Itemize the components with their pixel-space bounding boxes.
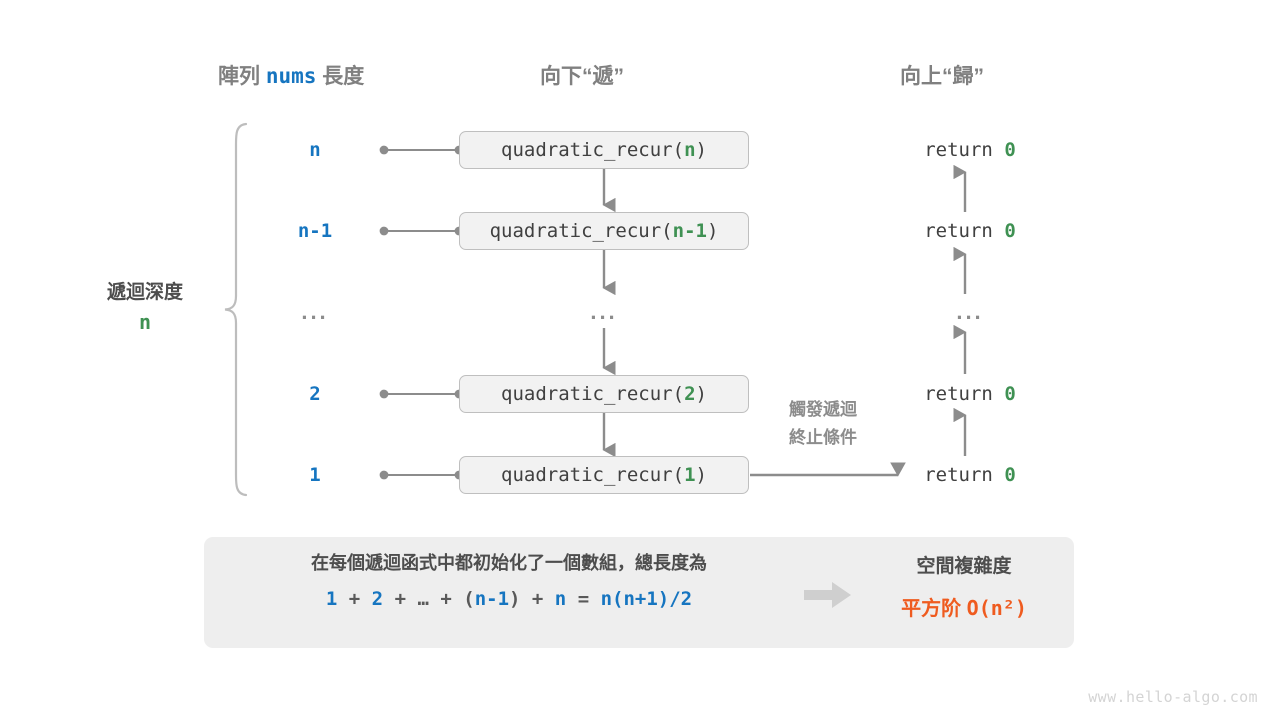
- fn-arg-4: 2: [684, 383, 696, 405]
- right-arrow-icon: [804, 582, 851, 608]
- header-recurse-down: 向下“遞”: [540, 65, 624, 88]
- depth-brace-icon: [224, 122, 248, 497]
- return-value-5: 0: [1004, 464, 1016, 486]
- termination-note: 觸發遞迴 終止條件: [755, 396, 891, 452]
- formula-paren-open: (: [463, 588, 475, 610]
- return-value-2: 0: [1004, 220, 1016, 242]
- header-array-nums: nums: [265, 64, 317, 88]
- fn-close-5: ): [695, 464, 707, 486]
- fn-label-1: quadratic_recur(: [501, 139, 685, 161]
- return-row-2: return 0: [875, 220, 1065, 242]
- fn-label-4: quadratic_recur(: [501, 383, 685, 405]
- return-row-3-ellipsis: ...: [956, 299, 984, 324]
- fn-close-1: ): [695, 139, 707, 161]
- header-array-length: 陣列 nums 長度: [218, 60, 364, 90]
- summary-right: 空間複雜度 平方阶 O(n²): [864, 553, 1064, 621]
- depth-value-row-2: n-1: [297, 220, 333, 242]
- return-value-4: 0: [1004, 383, 1016, 405]
- summary-left: 在每個遞迴函式中都初始化了一個數組，總長度為 1 + 2 + … + (n-1)…: [224, 550, 794, 610]
- function-box-row-1[interactable]: quadratic_recur(n): [459, 131, 749, 169]
- depth-value-row-1: n: [309, 139, 321, 161]
- formula-paren-close: ): [509, 588, 521, 610]
- header-array-prefix: 陣列: [218, 65, 266, 88]
- formula-result: n(n+1)/2: [600, 588, 693, 610]
- return-label-5: return: [924, 464, 1005, 486]
- complexity-label: 平方阶: [901, 597, 967, 620]
- fn-label-5: quadratic_recur(: [501, 464, 685, 486]
- recursion-depth-value: n: [138, 310, 152, 335]
- fn-close-4: ): [695, 383, 707, 405]
- formula-ellipsis: …: [417, 588, 429, 610]
- fn-close-2: ): [706, 220, 719, 242]
- depth-value-row-4: 2: [309, 383, 321, 405]
- complexity-notation: O(n²): [966, 595, 1027, 620]
- recursion-depth-title: 遞迴深度: [106, 282, 183, 303]
- depth-value-row-3-ellipsis: ...: [301, 299, 329, 324]
- function-box-row-2[interactable]: quadratic_recur(n-1): [459, 212, 749, 250]
- formula-op-3: +: [428, 588, 464, 610]
- header-array-suffix: 長度: [316, 65, 365, 88]
- watermark: www.hello-algo.com: [1088, 688, 1258, 706]
- return-label-2: return: [924, 220, 1005, 242]
- termination-note-line2: 終止條件: [789, 428, 857, 448]
- function-box-row-3-ellipsis: ...: [590, 299, 618, 324]
- formula-op-1: +: [337, 588, 372, 610]
- formula-term-3: n-1: [474, 588, 510, 610]
- formula-op-4: +: [520, 588, 555, 610]
- formula-term-1: 1: [325, 588, 338, 610]
- fn-arg-5: 1: [684, 464, 696, 486]
- fn-arg-2: n-1: [672, 220, 707, 242]
- space-complexity-title: 空間複雜度: [916, 556, 1012, 577]
- termination-note-line1: 觸發遞迴: [789, 400, 857, 419]
- space-complexity-value: 平方阶 O(n²): [864, 592, 1064, 621]
- formula-term-4: n: [554, 588, 567, 610]
- formula-term-2: 2: [371, 588, 384, 610]
- summary-formula: 1 + 2 + … + (n-1) + n = n(n+1)/2: [224, 588, 794, 610]
- function-box-row-5[interactable]: quadratic_recur(1): [459, 456, 749, 494]
- summary-description: 在每個遞迴函式中都初始化了一個數組，總長度為: [311, 553, 707, 573]
- fn-arg-1: n: [684, 139, 696, 161]
- function-box-row-4[interactable]: quadratic_recur(2): [459, 375, 749, 413]
- depth-value-row-5: 1: [309, 464, 321, 486]
- return-row-4: return 0: [875, 383, 1065, 405]
- header-return-up: 向上“歸”: [900, 65, 984, 88]
- formula-op-2: +: [383, 588, 418, 610]
- recursion-depth-label: 遞迴深度 n: [70, 278, 220, 338]
- summary-panel: 在每個遞迴函式中都初始化了一個數組，總長度為 1 + 2 + … + (n-1)…: [204, 537, 1074, 648]
- fn-label-2: quadratic_recur(: [489, 220, 673, 242]
- return-label-1: return: [924, 139, 1005, 161]
- return-row-5: return 0: [875, 464, 1065, 486]
- return-row-1: return 0: [875, 139, 1065, 161]
- return-label-4: return: [924, 383, 1005, 405]
- return-value-1: 0: [1004, 139, 1016, 161]
- formula-op-5: =: [566, 588, 601, 610]
